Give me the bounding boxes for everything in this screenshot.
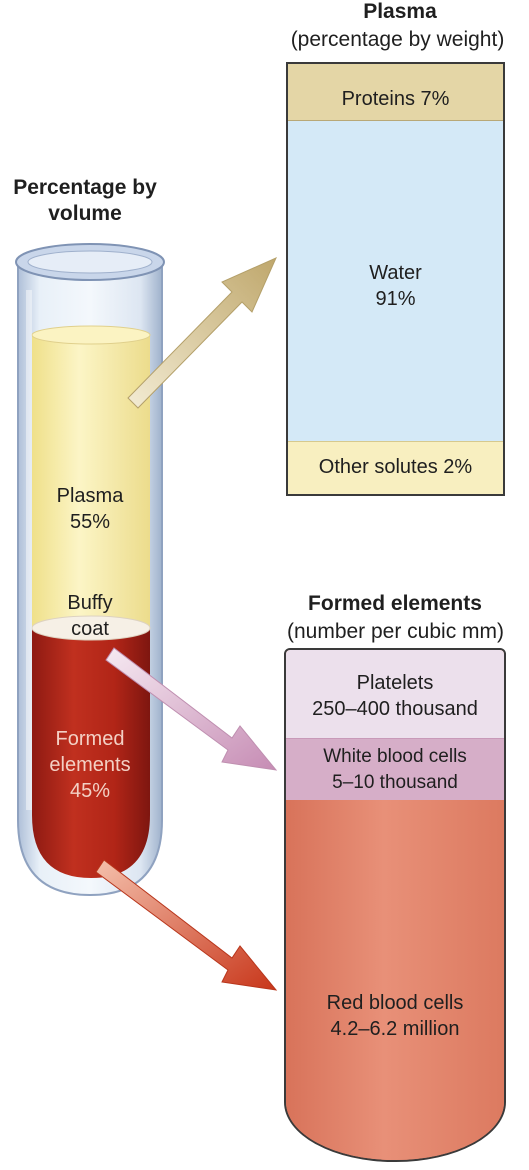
tube-plasma-value: 55% [69, 511, 111, 533]
proteins-label: Proteins 7% [341, 88, 450, 110]
arrow-to-plasma [127, 257, 277, 409]
tube-plasma-name: Plasma [56, 485, 124, 507]
tube-plasma-label: Plasma 55% [30, 483, 150, 535]
wbc-value: 5–10 thousand [332, 772, 458, 793]
plasma-subtitle: (percentage by weight) [290, 28, 505, 51]
tube-formed-elements-label: Formed elements 45% [30, 726, 150, 804]
platelets-value: 250–400 thousand [312, 698, 478, 720]
water-label: Water 91% [288, 260, 503, 312]
buffy-label-line1: Buffy [67, 592, 113, 614]
tube-plasma-layer [32, 335, 150, 628]
white-blood-cells-label: White blood cells 5–10 thousand [286, 744, 504, 796]
rbc-value: 4.2–6.2 million [330, 1018, 460, 1040]
water-band: Water 91% [288, 120, 503, 446]
plasma-title: Plasma [363, 0, 437, 23]
formed-label-value: 45% [69, 780, 111, 802]
formed-label-line2: elements [49, 754, 131, 776]
platelets-band: Platelets 250–400 thousand [286, 650, 504, 738]
buffy-label-line2: coat [71, 618, 109, 640]
percentage-by-volume-title: Percentage by volume [0, 175, 170, 227]
proteins-band: Proteins 7% [288, 64, 503, 121]
volume-title-line1: Percentage by [13, 176, 157, 199]
other-solutes-label: Other solutes 2% [318, 456, 473, 478]
formed-elements-box: Platelets 250–400 thousand White blood c… [284, 648, 506, 1162]
tube-buffy-coat-label: Buffy coat [30, 590, 150, 642]
tube-buffy-coat [31, 615, 151, 641]
red-blood-cells-label: Red blood cells 4.2–6.2 million [286, 990, 504, 1042]
plasma-composition-box: Proteins 7% Water 91% Other solutes 2% [286, 62, 505, 496]
wbc-name: White blood cells [323, 746, 467, 767]
water-name: Water [369, 262, 422, 284]
water-value: 91% [375, 288, 416, 310]
formed-elements-title: Formed elements [308, 592, 482, 615]
red-blood-cells-band: Red blood cells 4.2–6.2 million [286, 800, 504, 1160]
formed-elements-subtitle: (number per cubic mm) [286, 620, 505, 643]
other-solutes-band: Other solutes 2% [288, 441, 503, 494]
tube-formed-elements-layer [32, 628, 150, 878]
arrow-to-red-blood-cells [95, 859, 278, 991]
arrow-to-white-blood-cells [105, 647, 278, 771]
platelets-label: Platelets 250–400 thousand [286, 670, 504, 722]
white-blood-cells-band: White blood cells 5–10 thousand [286, 738, 504, 801]
rbc-name: Red blood cells [326, 992, 464, 1014]
platelets-name: Platelets [356, 672, 434, 694]
volume-title-line2: volume [48, 202, 122, 225]
formed-label-line1: Formed [55, 728, 125, 750]
